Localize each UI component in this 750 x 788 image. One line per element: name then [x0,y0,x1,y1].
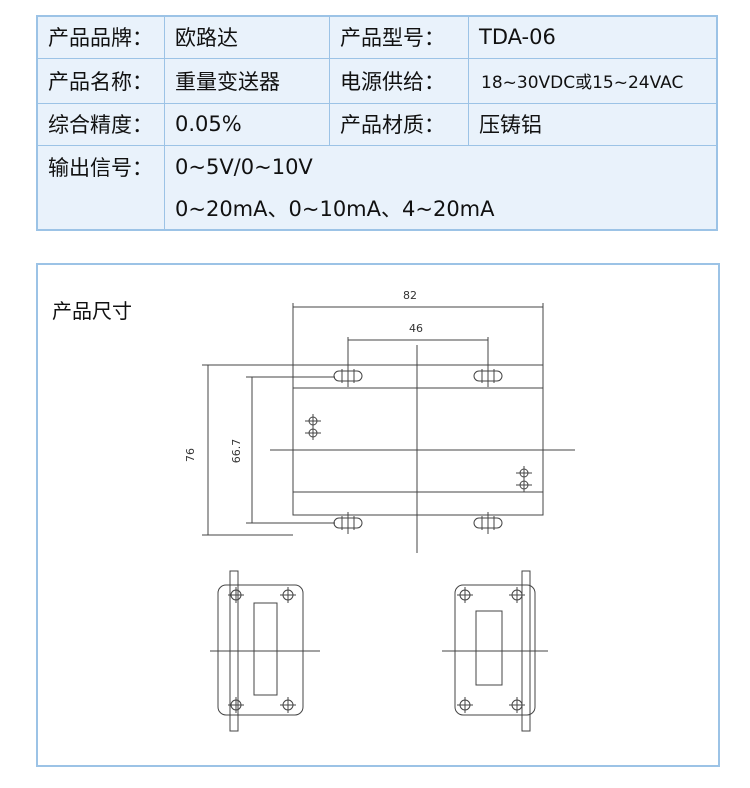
output-voltage: 0~5V/0~10V [164,145,718,188]
side-view-left [210,570,320,732]
model-label: 产品型号： [329,15,469,59]
dim-label-46: 46 [409,322,423,335]
spec-row-brand: 产品品牌： 欧路达 产品型号： TDA-06 [36,15,718,59]
brand-value: 欧路达 [164,15,330,59]
side-view-right [442,570,548,732]
accuracy-value: 0.05% [164,102,330,147]
top-view-body [292,364,544,516]
power-value: 18~30VDC或15~24VAC [468,57,718,104]
power-label: 电源供给： [329,57,469,104]
top-view-slot-holes [333,365,503,534]
top-view-internal-holes [305,414,532,492]
dimension-panel: 产品尺寸 [36,263,720,767]
spec-row-output: 输出信号： 0~5V/0~10V [36,145,718,188]
dim-label-66-7: 66.7 [230,439,243,464]
output-label-continued [36,187,165,231]
dim-label-76: 76 [184,448,197,462]
accuracy-label: 综合精度： [36,102,165,147]
name-label: 产品名称： [36,57,165,104]
name-value: 重量变送器 [164,57,330,104]
spec-table: 产品品牌： 欧路达 产品型号： TDA-06 产品名称： 重量变送器 电源供给：… [36,15,718,231]
output-label: 输出信号： [36,145,165,188]
material-label: 产品材质： [329,102,469,147]
output-current: 0~20mA、0~10mA、4~20mA [164,187,718,231]
brand-label: 产品品牌： [36,15,165,59]
spec-row-name: 产品名称： 重量变送器 电源供给： 18~30VDC或15~24VAC [36,57,718,104]
spec-row-output-current: 0~20mA、0~10mA、4~20mA [36,187,718,231]
dimension-drawing: 82 46 76 66.7 [184,289,575,732]
spec-row-accuracy: 综合精度： 0.05% 产品材质： 压铸铝 [36,102,718,147]
dimension-title: 产品尺寸 [52,299,132,323]
material-value: 压铸铝 [468,102,718,147]
dim-label-82: 82 [403,289,417,302]
model-value: TDA-06 [468,15,718,59]
